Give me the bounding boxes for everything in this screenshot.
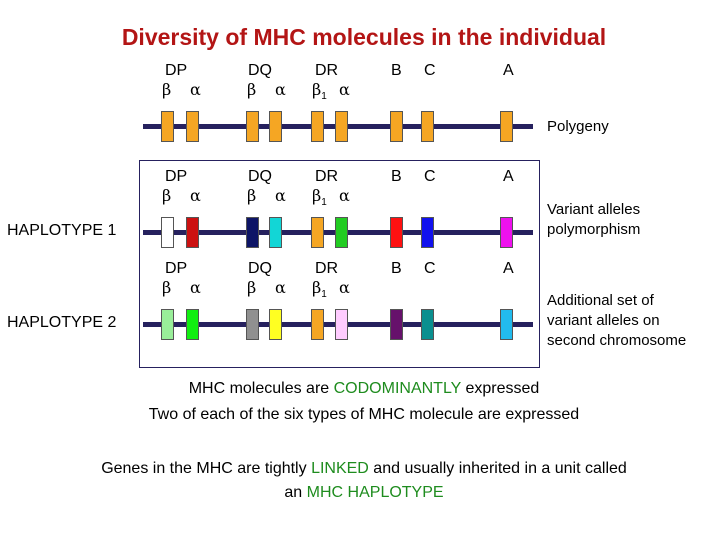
gene-block [311, 111, 324, 142]
beta-label: β [247, 80, 257, 99]
locus-label-b: B [391, 168, 402, 185]
side-annotation-line: Polygeny [547, 118, 609, 135]
gene-block [269, 111, 282, 142]
diagram-title: Diversity of MHC molecules in the indivi… [121, 24, 607, 50]
alpha-label: α [190, 80, 201, 99]
gene-block [311, 217, 324, 248]
locus-label-dp: DP [165, 260, 188, 277]
gene-block [246, 217, 259, 248]
locus-label-dr: DR [315, 62, 339, 79]
linked-text-2: and usually inherited in a unit called [368, 460, 627, 477]
locus-label-dq: DQ [248, 62, 272, 79]
codominance-text-2: expressed [461, 380, 540, 397]
linked-text-1: Genes in the MHC are tightly [101, 460, 312, 477]
codominantly-keyword: CODOMINANTLY [333, 380, 462, 397]
gene-block [311, 309, 324, 340]
gene-block [421, 217, 434, 248]
beta-label: β [247, 278, 257, 297]
beta-label: β1 [312, 80, 327, 102]
locus-label-a: A [503, 168, 514, 185]
side-annotation-line: Additional set of [547, 292, 654, 309]
locus-label-c: C [424, 168, 436, 185]
alpha-label: α [339, 80, 350, 99]
alpha-label: α [275, 186, 286, 205]
beta-subscript: 1 [321, 197, 327, 209]
locus-label-dq: DQ [248, 168, 272, 185]
beta-symbol: β [312, 80, 322, 99]
locus-label-dr: DR [315, 260, 339, 277]
locus-label-c: C [424, 260, 436, 277]
linked-note: Genes in the MHC are tightly LINKED and … [0, 460, 728, 478]
gene-block [390, 309, 403, 340]
haplotype-text: an [284, 484, 307, 501]
alpha-label: α [190, 186, 201, 205]
gene-block [269, 217, 282, 248]
beta-label: β [162, 80, 172, 99]
beta-symbol: β [312, 278, 322, 297]
linked-keyword: LINKED [311, 460, 369, 477]
alpha-label: α [339, 278, 350, 297]
locus-label-dr: DR [315, 168, 339, 185]
side-annotation-line: second chromosome [547, 332, 687, 349]
beta-label: β [162, 278, 172, 297]
locus-label-b: B [391, 260, 402, 277]
locus-label-dp: DP [165, 168, 188, 185]
locus-label-dq: DQ [248, 260, 272, 277]
gene-block [161, 217, 174, 248]
gene-block [246, 111, 259, 142]
mhc-haplotype-keyword: MHC HAPLOTYPE [306, 484, 444, 501]
alpha-label: α [339, 186, 350, 205]
gene-block [390, 111, 403, 142]
alpha-label: α [190, 278, 201, 297]
beta-label: β1 [312, 278, 327, 300]
beta-label: β [162, 186, 172, 205]
haplotype-note: an MHC HAPLOTYPE [0, 484, 728, 502]
beta-subscript: 1 [321, 91, 327, 103]
codominance-note: MHC molecules are CODOMINANTLY expressed [0, 380, 728, 398]
locus-label-a: A [503, 62, 514, 79]
beta-symbol: β [312, 186, 322, 205]
gene-block [186, 309, 199, 340]
locus-label-c: C [424, 62, 436, 79]
beta-subscript: 1 [321, 289, 327, 301]
beta-label: β [247, 186, 257, 205]
beta-label: β1 [312, 186, 327, 208]
locus-label-dp: DP [165, 62, 188, 79]
side-annotation-line: Variant alleles [547, 201, 641, 218]
gene-block [335, 309, 348, 340]
locus-label-a: A [503, 260, 514, 277]
gene-block [161, 309, 174, 340]
two-of-each-note: Two of each of the six types of MHC mole… [148, 406, 580, 423]
gene-block [335, 217, 348, 248]
gene-block [500, 309, 513, 340]
gene-block [500, 111, 513, 142]
gene-block [269, 309, 282, 340]
gene-block [246, 309, 259, 340]
gene-block [421, 111, 434, 142]
gene-block [186, 217, 199, 248]
gene-block [161, 111, 174, 142]
alpha-label: α [275, 278, 286, 297]
locus-label-b: B [391, 62, 402, 79]
haplotype-label: HAPLOTYPE 1 [7, 222, 117, 239]
gene-block [500, 217, 513, 248]
alpha-label: α [275, 80, 286, 99]
gene-block [421, 309, 434, 340]
codominance-text-1: MHC molecules are [188, 380, 334, 397]
haplotype-label: HAPLOTYPE 2 [7, 314, 117, 331]
side-annotation-line: polymorphism [547, 221, 641, 238]
gene-block [186, 111, 199, 142]
gene-block [390, 217, 403, 248]
haplotype-box [139, 160, 540, 368]
gene-block [335, 111, 348, 142]
side-annotation-line: variant alleles on [547, 312, 660, 329]
